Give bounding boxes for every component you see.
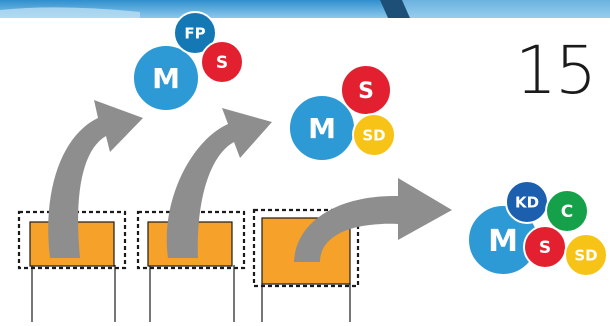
bubble-label: SD <box>574 246 597 264</box>
arrow-2 <box>166 108 272 258</box>
curved-arrows <box>48 100 452 262</box>
bubble-cluster-1: M FP S <box>132 11 244 112</box>
bubble-label: C <box>561 202 573 222</box>
bubble-circle <box>564 233 608 277</box>
bubble-circle <box>545 189 589 233</box>
bubble-label: S <box>216 53 228 73</box>
cloud-shape <box>0 7 140 18</box>
bubble-m: M <box>132 44 200 112</box>
bubble-label: FP <box>184 24 205 42</box>
bubble-circle <box>132 44 200 112</box>
sky-reflection <box>402 0 610 18</box>
bubble-label: S <box>358 79 374 104</box>
dashed-frame-3 <box>252 208 360 288</box>
bubble-sd: SD <box>352 113 396 157</box>
bubble-m: M <box>288 94 356 162</box>
bubble-label: M <box>308 112 336 145</box>
bubble-kd: KD <box>505 180 549 224</box>
bubble-cluster-2: MS SD <box>288 64 396 162</box>
bubble-s: S <box>200 40 244 84</box>
bubble-circle <box>173 11 217 55</box>
bubble-s: S <box>523 225 567 269</box>
header-photo-strip <box>0 0 610 18</box>
bubble-fp: FP <box>173 11 217 55</box>
bubble-c: C <box>545 189 589 233</box>
bubble-label: M <box>152 62 180 95</box>
bubble-circle <box>200 40 244 84</box>
vertical-lines <box>31 265 351 322</box>
slide-number: 15 <box>515 32 597 109</box>
bubble-sd: SD <box>564 233 608 277</box>
arrow-1 <box>48 100 143 258</box>
bubble-label: KD <box>515 193 539 211</box>
bubble-circle <box>352 113 396 157</box>
bubble-label: SD <box>362 126 385 144</box>
building-silhouette <box>380 0 410 18</box>
arrow-3 <box>294 178 452 262</box>
bubble-label: S <box>539 238 551 258</box>
bubble-s: S <box>340 64 392 116</box>
bubble-cluster-3: M KD CS SD <box>467 180 608 277</box>
bubble-label: M <box>488 224 518 259</box>
